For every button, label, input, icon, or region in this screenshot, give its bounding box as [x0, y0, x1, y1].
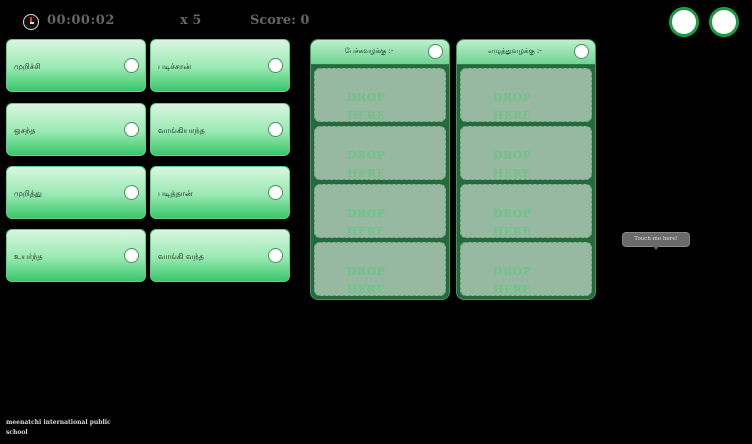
word-card-label: வாங்கி வந்த — [158, 252, 204, 261]
panel-header: பேச்சுவழக்கு :- — [311, 40, 449, 65]
drag-knob-icon[interactable] — [268, 122, 283, 137]
top-button-right[interactable] — [710, 8, 738, 36]
timer: 00:00:02 — [47, 13, 115, 28]
drop-slot-label: DROP — [493, 91, 532, 104]
drop-slot[interactable]: DROP HERE — [460, 126, 592, 180]
word-card-label: படிச்சான் — [158, 62, 192, 71]
drop-slot[interactable]: DROP HERE — [314, 126, 446, 180]
panel-knob-icon[interactable] — [574, 44, 589, 59]
drop-slot-label: HERE — [347, 167, 386, 180]
word-card-label: முறித்து — [14, 189, 42, 198]
drop-slot-label: HERE — [347, 283, 386, 296]
lives-counter: x 5 — [180, 13, 202, 28]
drag-knob-icon[interactable] — [268, 248, 283, 263]
drag-knob-icon[interactable] — [124, 248, 139, 263]
drop-slot-label: DROP — [347, 207, 386, 220]
clock-icon — [23, 14, 39, 30]
drop-slot[interactable]: DROP HERE — [314, 68, 446, 122]
word-card-label: ஒசந்த — [14, 126, 36, 135]
word-card[interactable]: முறிச்சி — [6, 39, 146, 92]
drop-slot-label: DROP — [347, 149, 386, 162]
panel-title: பேச்சுவழக்கு :- — [344, 47, 394, 55]
touch-me-tooltip[interactable]: Touch me here! — [622, 232, 690, 250]
drop-slot[interactable]: DROP HERE — [460, 68, 592, 122]
drop-slot[interactable]: DROP HERE — [460, 184, 592, 238]
drop-slot-label: HERE — [493, 225, 532, 238]
drop-slot[interactable]: DROP HERE — [314, 242, 446, 296]
word-card[interactable]: ஒசந்த — [6, 103, 146, 156]
word-card[interactable]: முறித்து — [6, 166, 146, 219]
drag-knob-icon[interactable] — [268, 58, 283, 73]
drag-knob-icon[interactable] — [124, 122, 139, 137]
word-card[interactable]: படிச்சான் — [150, 39, 290, 92]
drop-slot-label: HERE — [493, 167, 532, 180]
drag-knob-icon[interactable] — [124, 185, 139, 200]
word-card[interactable]: வாங்கியாந்த — [150, 103, 290, 156]
word-card-label: படித்தான் — [158, 189, 193, 198]
hud — [23, 12, 39, 32]
drag-knob-icon[interactable] — [268, 185, 283, 200]
drop-slot[interactable]: DROP HERE — [460, 242, 592, 296]
school-name: meenatchi international public school — [6, 419, 111, 436]
drop-panel-written: எழுத்துவழக்கு :- DROP HERE DROP HERE DROP H… — [456, 39, 596, 300]
word-card-label: வாங்கியாந்த — [158, 126, 205, 135]
top-button-left[interactable] — [670, 8, 698, 36]
drop-slot-label: HERE — [347, 225, 386, 238]
drop-slot-label: DROP — [493, 207, 532, 220]
word-card[interactable]: படித்தான் — [150, 166, 290, 219]
panel-knob-icon[interactable] — [428, 44, 443, 59]
drop-slot-label: DROP — [493, 265, 532, 278]
drop-slot-label: HERE — [493, 283, 532, 296]
panel-header: எழுத்துவழக்கு :- — [457, 40, 595, 65]
word-card-label: முறிச்சி — [14, 62, 41, 71]
drop-slot-label: DROP — [347, 265, 386, 278]
drop-panel-spoken: பேச்சுவழக்கு :- DROP HERE DROP HERE DROP HE… — [310, 39, 450, 300]
score: Score: 0 — [250, 13, 310, 28]
panel-title: எழுத்துவழக்கு :- — [488, 47, 542, 55]
drop-slot-label: HERE — [493, 109, 532, 122]
drag-knob-icon[interactable] — [124, 58, 139, 73]
drop-slot-label: DROP — [493, 149, 532, 162]
word-card-label: உயர்ந்த — [14, 252, 43, 261]
drop-slot-label: HERE — [347, 109, 386, 122]
drop-slot[interactable]: DROP HERE — [314, 184, 446, 238]
word-card[interactable]: வாங்கி வந்த — [150, 229, 290, 282]
drop-slot-label: DROP — [347, 91, 386, 104]
word-card[interactable]: உயர்ந்த — [6, 229, 146, 282]
